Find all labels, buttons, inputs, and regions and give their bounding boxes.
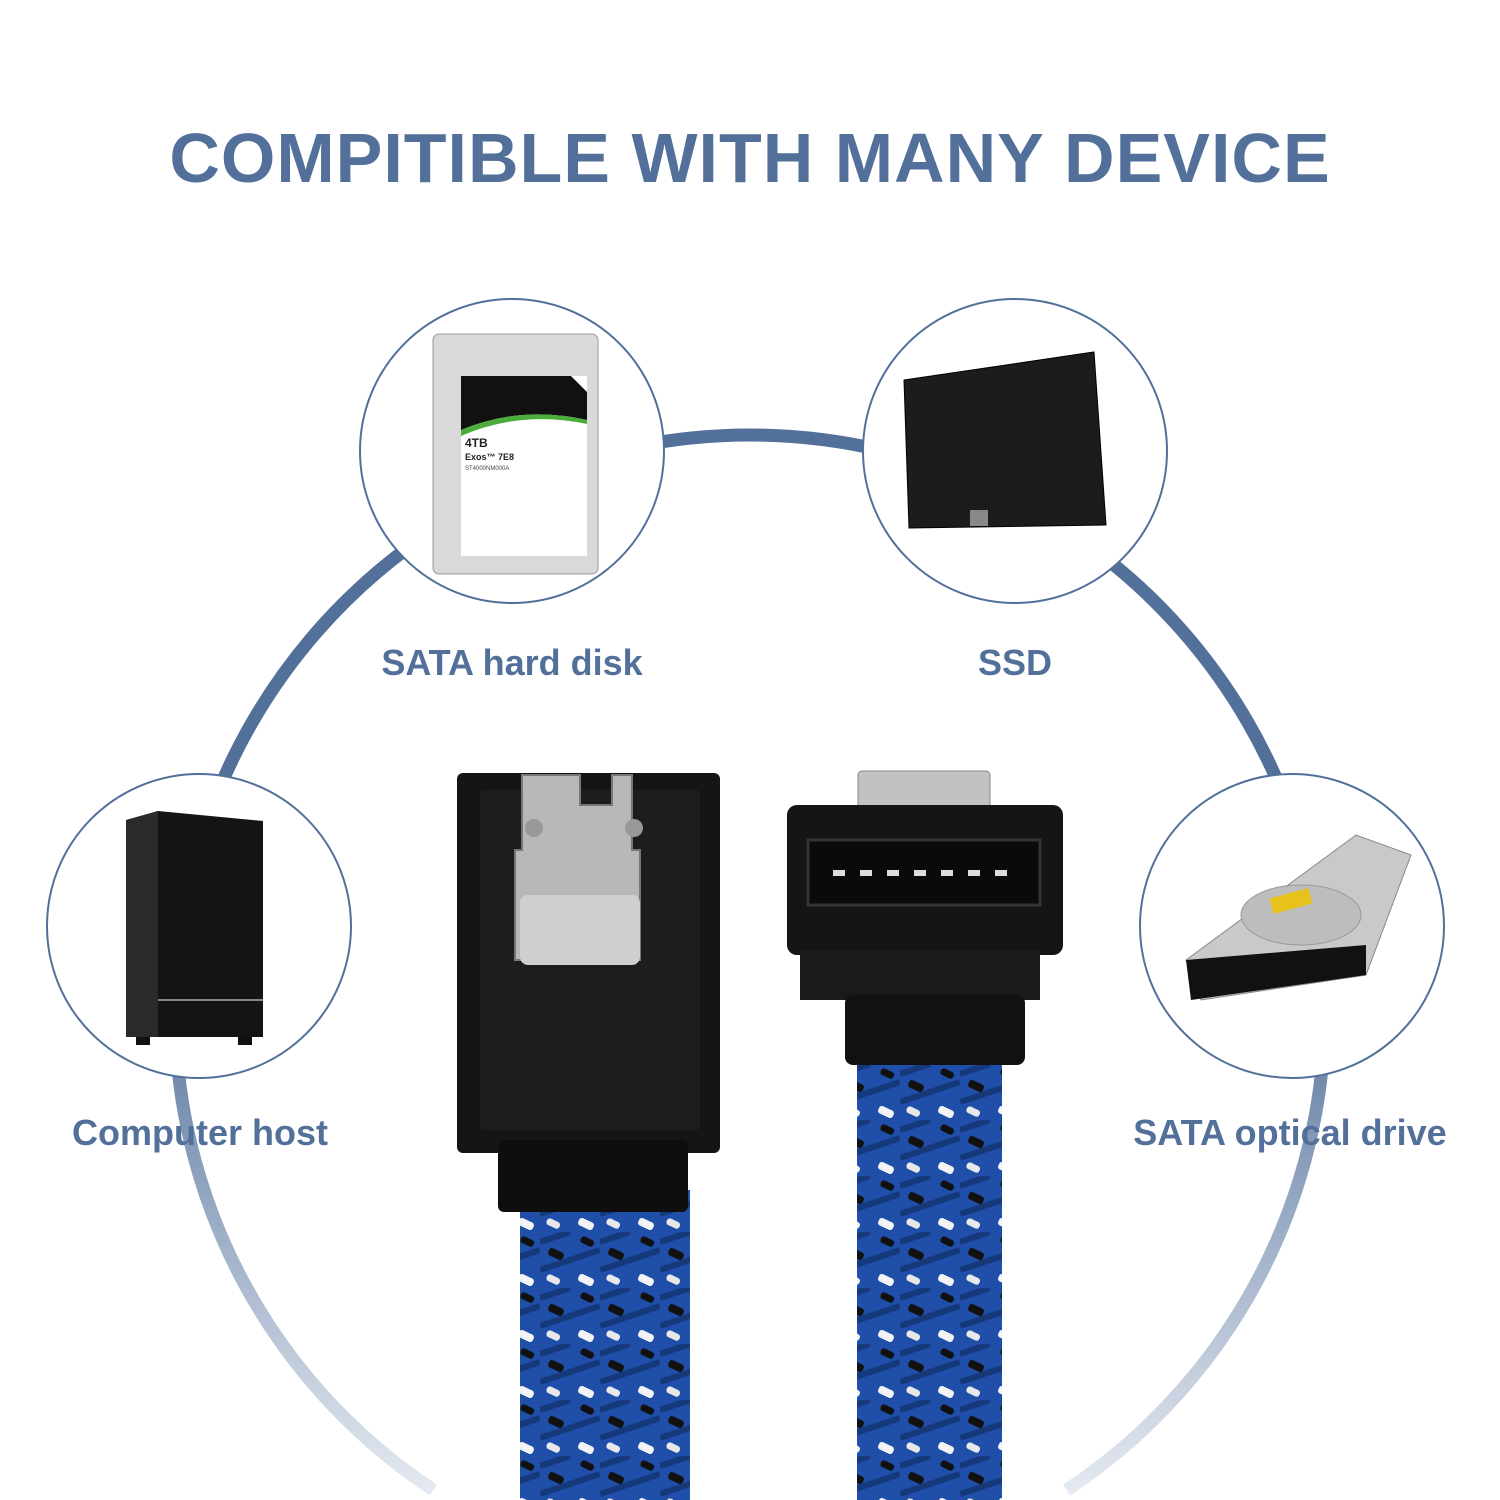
label-optical-drive: SATA optical drive [1133, 1112, 1447, 1153]
ssd-icon [903, 351, 1107, 529]
page-title: COMPITIBLE WITH MANY DEVICE [169, 119, 1331, 197]
left-connector [457, 773, 720, 1500]
hard-disk-icon: 4TB Exos™ 7E8 ST4000NM000A [432, 333, 599, 575]
device-node-hard-disk: 4TB Exos™ 7E8 ST4000NM000A [359, 298, 665, 604]
label-hard-disk: SATA hard disk [381, 642, 643, 683]
hdd-model-text: Exos™ 7E8 [465, 452, 514, 462]
device-node-ssd [862, 298, 1168, 604]
optical-drive-icon [1185, 834, 1412, 1001]
device-node-computer [46, 773, 352, 1079]
hdd-part-text: ST4000NM000A [465, 466, 509, 472]
label-ssd: SSD [977, 642, 1053, 683]
right-connector [787, 770, 1063, 1500]
computer-tower-icon [126, 811, 263, 1045]
hdd-capacity-text: 4TB [465, 436, 488, 450]
label-computer-host: Computer host [72, 1112, 328, 1153]
device-node-optical-drive [1139, 773, 1445, 1079]
